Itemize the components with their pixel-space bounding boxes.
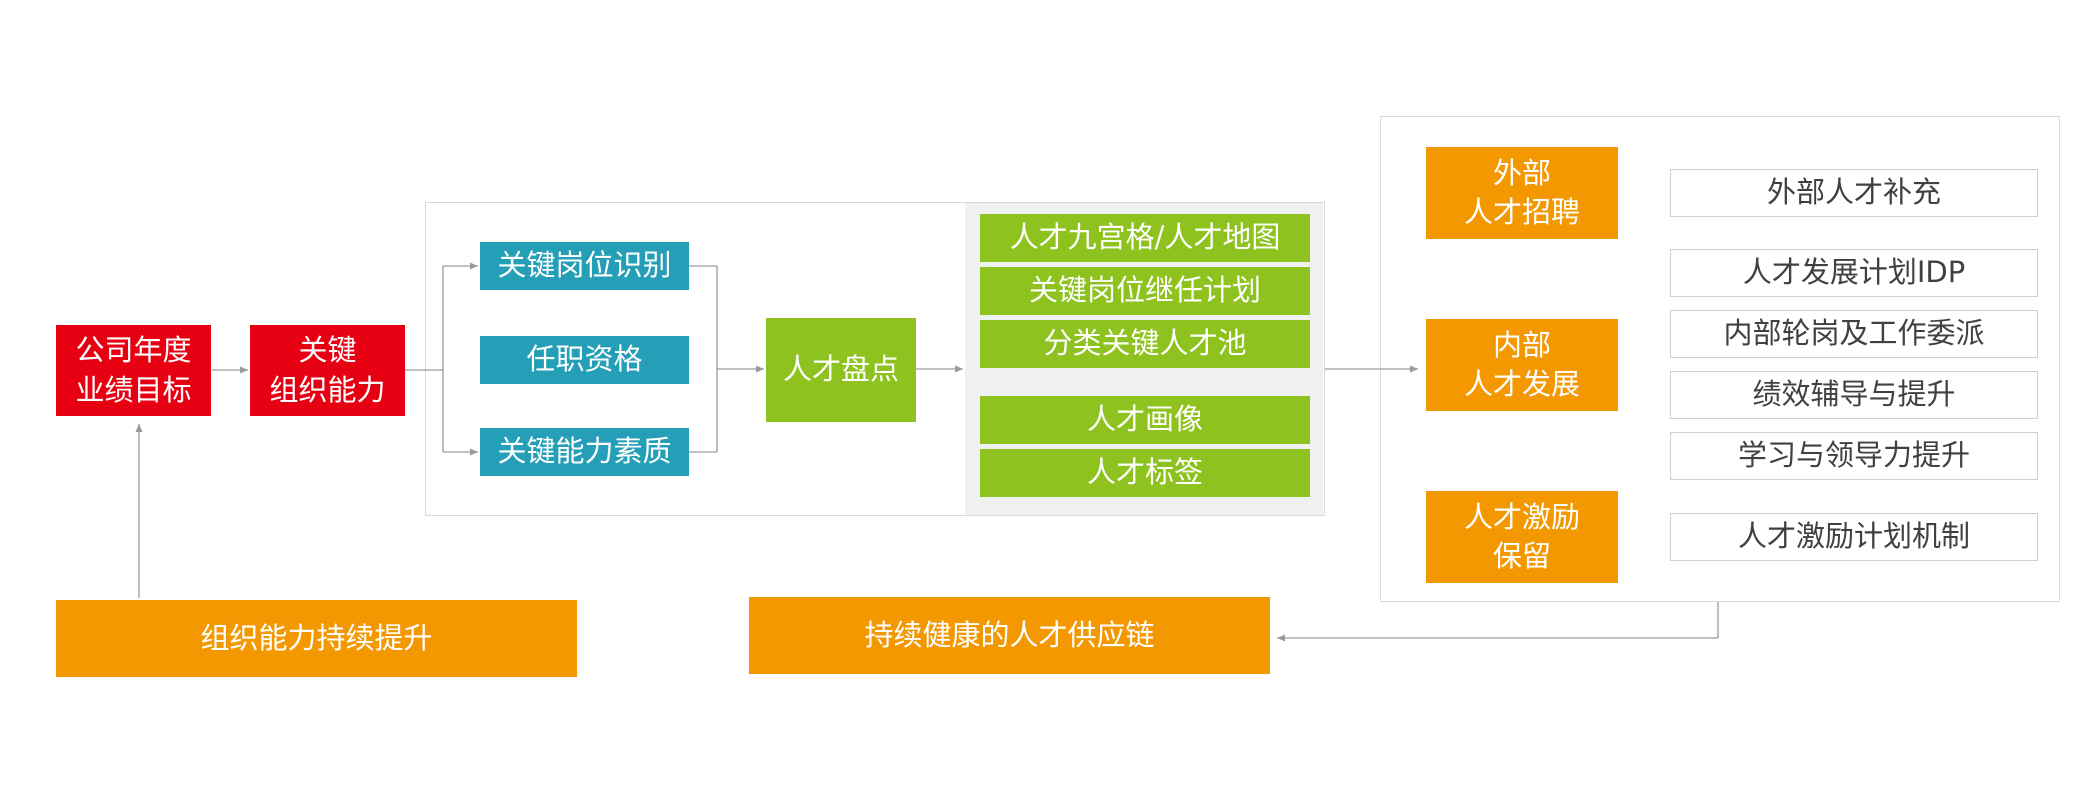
- goal-box: 公司年度 业绩目标: [56, 325, 211, 416]
- external-recruitment-box: 外部 人才招聘: [1426, 147, 1618, 239]
- output-label: 关键岗位继任计划: [1028, 273, 1261, 308]
- output-box: 人才九宫格/人才地图: [980, 214, 1310, 262]
- key-position-label: 关键岗位识别: [497, 248, 672, 283]
- capability-box: 关键 组织能力: [250, 325, 405, 416]
- output-label: 人才九宫格/人才地图: [1009, 220, 1281, 255]
- qualification-label: 任职资格: [526, 342, 643, 377]
- action-label: 绩效辅导与提升: [1752, 377, 1956, 412]
- external-line2: 人才招聘: [1463, 195, 1580, 229]
- action-box: 人才激励计划机制: [1670, 513, 2038, 561]
- retention-box: 人才激励 保留: [1426, 491, 1618, 583]
- output-label: 人才标签: [1086, 455, 1203, 490]
- action-box: 内部轮岗及工作委派: [1670, 310, 2038, 358]
- talent-review-box: 人才盘点: [766, 318, 916, 422]
- action-label: 人才发展计划IDP: [1742, 255, 1966, 290]
- identification-frame: [425, 202, 1325, 516]
- actions-frame: [1380, 116, 2060, 602]
- org-improvement-bar: 组织能力持续提升: [56, 600, 577, 677]
- action-label: 人才激励计划机制: [1737, 519, 1970, 554]
- internal-line1: 内部: [1492, 327, 1551, 362]
- output-label: 人才画像: [1086, 402, 1203, 437]
- supply-chain-label: 持续健康的人才供应链: [864, 617, 1155, 652]
- output-label: 分类关键人才池: [1043, 326, 1247, 361]
- action-box: 人才发展计划IDP: [1670, 249, 2038, 297]
- retention-line2: 保留: [1492, 539, 1551, 573]
- talent-review-label: 人才盘点: [782, 352, 899, 387]
- internal-development-box: 内部 人才发展: [1426, 319, 1618, 411]
- capability-line2: 组织能力: [269, 372, 386, 407]
- goal-line1: 公司年度: [75, 333, 192, 368]
- output-box: 人才标签: [980, 449, 1310, 497]
- capability-line1: 关键: [298, 333, 357, 368]
- qualification-box: 任职资格: [480, 336, 689, 384]
- output-box: 分类关键人才池: [980, 320, 1310, 368]
- action-box: 学习与领导力提升: [1670, 432, 2038, 480]
- key-competency-label: 关键能力素质: [497, 434, 672, 469]
- retention-line1: 人才激励: [1463, 499, 1580, 534]
- action-label: 内部轮岗及工作委派: [1723, 316, 1985, 351]
- action-label: 外部人才补充: [1766, 175, 1941, 210]
- key-competency-box: 关键能力素质: [480, 428, 689, 476]
- action-label: 学习与领导力提升: [1737, 438, 1970, 473]
- key-position-box: 关键岗位识别: [480, 242, 689, 290]
- output-box: 人才画像: [980, 396, 1310, 444]
- external-line1: 外部: [1492, 155, 1551, 190]
- action-box: 外部人才补充: [1670, 169, 2038, 217]
- output-box: 关键岗位继任计划: [980, 267, 1310, 315]
- internal-line2: 人才发展: [1463, 367, 1580, 401]
- supply-chain-bar: 持续健康的人才供应链: [749, 597, 1270, 674]
- goal-line2: 业绩目标: [75, 372, 192, 407]
- action-box: 绩效辅导与提升: [1670, 371, 2038, 419]
- org-improvement-label: 组织能力持续提升: [200, 620, 433, 655]
